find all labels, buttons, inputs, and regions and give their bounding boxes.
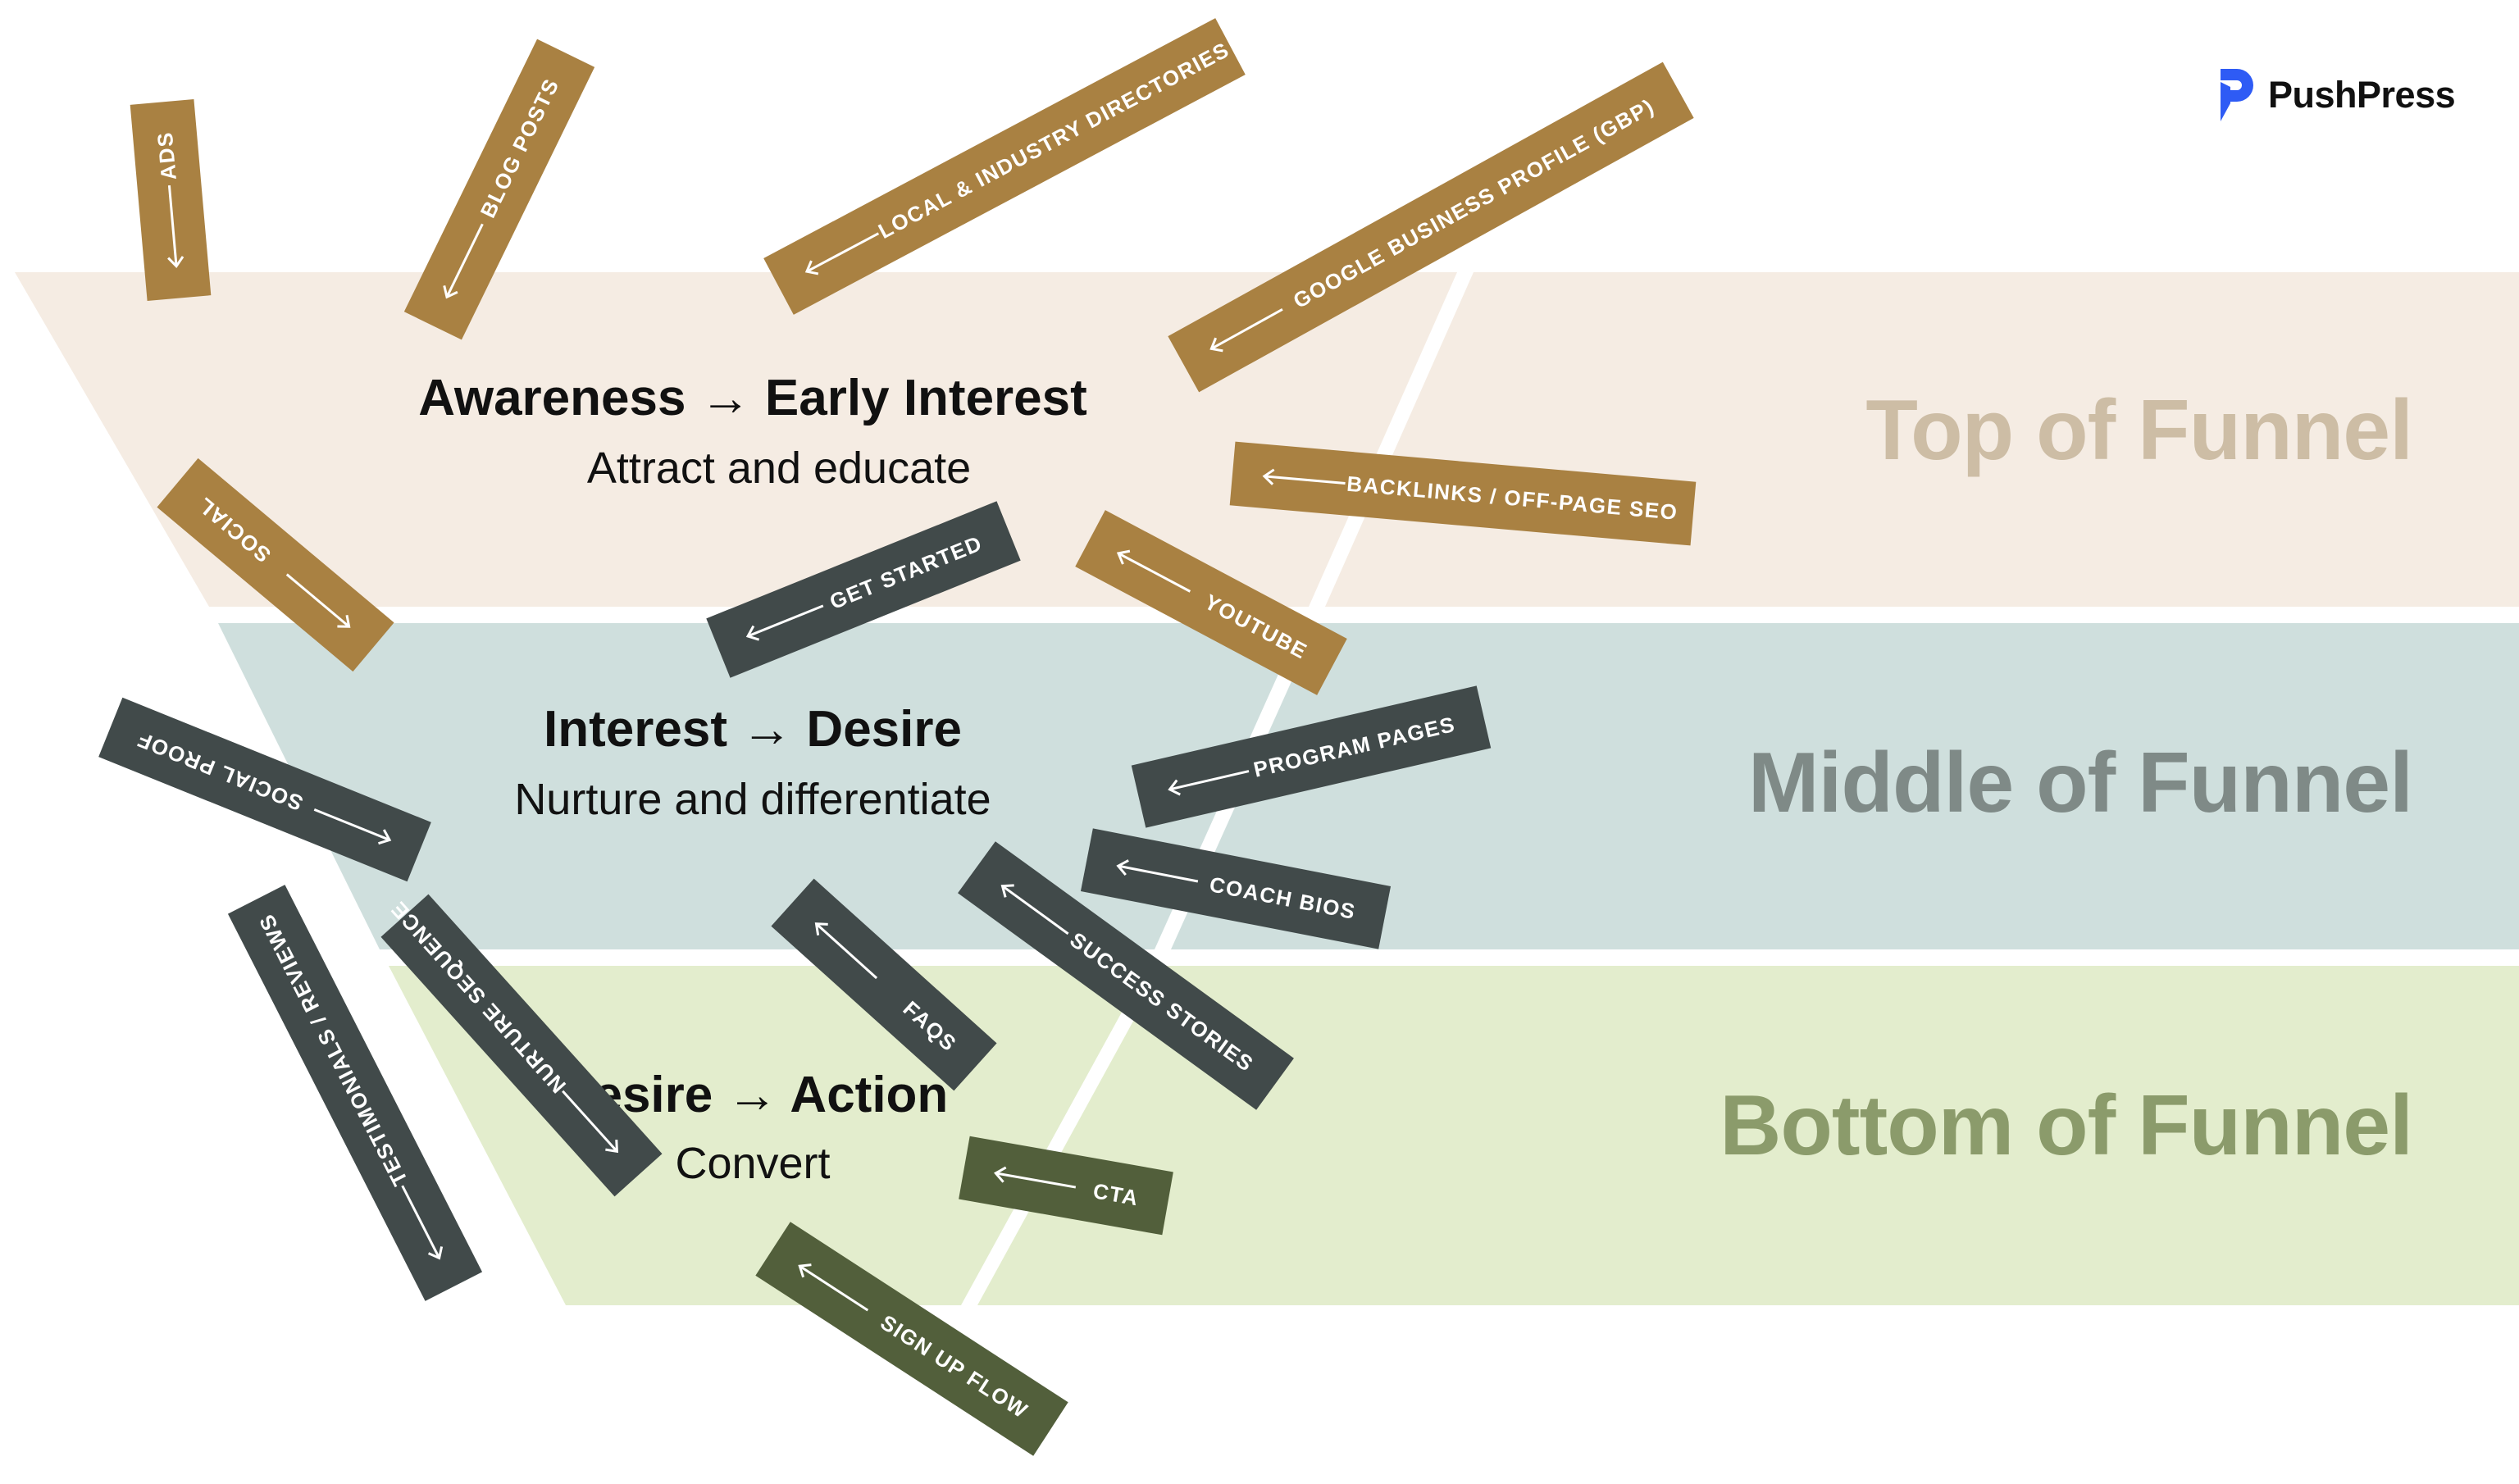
tag-social: SOCIAL [157,457,394,672]
top-band-funnel [15,272,1457,607]
tag-faqs: FAQS [771,878,997,1091]
tag-coach-bios: COACH BIOS [1080,828,1392,949]
tag-program-pages: PROGRAM PAGES [1131,685,1492,828]
tag-youtube: YOUTUBE [1075,510,1347,695]
top-stage-subtitle: Attract and educate [586,444,972,493]
tag-sign-up-flow: SIGN UP FLOW [755,1222,1068,1456]
arrow-left-icon [1262,468,1346,485]
arrow-left-icon [745,604,824,641]
tag-nurture-sequence: NURTURE SEQUENCE [380,894,663,1197]
top-of-funnel-label: Top of Funnel [1865,383,2413,478]
arrow-left-icon [1116,859,1199,883]
arrow-left-icon [401,1185,444,1260]
tag-social-proof: SOCIAL PROOF [98,697,431,882]
middle-stage-subtitle: Nurture and differentiate [514,775,991,824]
arrow-left-icon [285,573,351,628]
tag-blog-posts: BLOG POSTS [403,39,595,340]
arrow-left-icon [443,223,484,299]
bottom-of-funnel-label: Bottom of Funnel [1720,1078,2413,1173]
tag-testimonials-reviews: TESTIMONIALS / REVIEWS [227,885,483,1301]
arrow-left-icon [313,808,392,845]
arrow-left-icon [1116,549,1191,593]
arrow-left-icon [1000,884,1069,935]
arrow-left-icon [814,922,878,980]
tag-google-business-profile: GOOGLE BUSINESS PROFILE (GBP) [1168,61,1694,393]
tag-backlinks-off-page-seo: BACKLINKS / OFF-PAGE SEO [1229,441,1697,546]
pushpress-logo-icon [2221,69,2253,121]
tag-success-stories: SUCCESS STORIES [958,841,1294,1110]
arrow-left-icon [562,1090,619,1154]
tag-local-industry-directories: LOCAL & INDUSTRY DIRECTORIES [763,18,1246,315]
middle-band-strip [1171,623,2519,949]
arrow-left-icon [1168,770,1250,796]
middle-stage-title: Interest → Desire [544,701,962,758]
top-stage-title: Awareness → Early Interest [418,370,1087,426]
tag-ads: ADS [130,99,212,301]
logo-text: PushPress [2268,74,2456,116]
bottom-band-strip [977,966,2519,1305]
arrow-left-icon [1209,308,1283,353]
bottom-stage-subtitle: Convert [675,1139,831,1188]
arrow-left-icon [798,1263,869,1312]
middle-of-funnel-label: Middle of Funnel [1747,735,2413,831]
arrow-left-icon [167,184,184,269]
pushpress-logo: PushPress [2217,69,2456,121]
arrow-left-icon [804,232,880,275]
tag-cta: CTA [959,1136,1173,1236]
tag-get-started: GET STARTED [706,501,1021,678]
arrow-left-icon [993,1166,1077,1189]
